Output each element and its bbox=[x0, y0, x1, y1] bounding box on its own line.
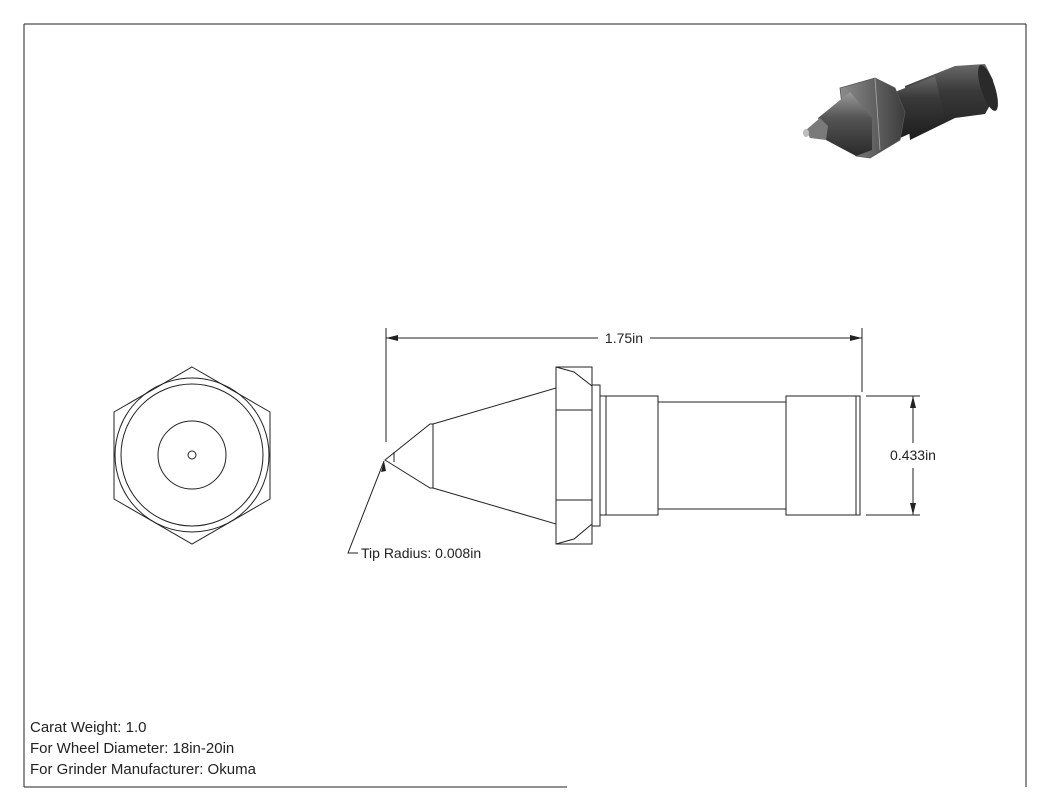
length-dimension-label: 1.75in bbox=[605, 330, 643, 346]
carat-weight-note: Carat Weight: 1.0 bbox=[30, 719, 147, 736]
end-view bbox=[113, 366, 271, 545]
length-dimension bbox=[385, 328, 863, 442]
tip-radius-label: Tip Radius: 0.008in bbox=[361, 545, 481, 561]
manufacturer-note: For Grinder Manufacturer: Okuma bbox=[30, 761, 256, 778]
diameter-dimension-label: 0.433in bbox=[890, 447, 936, 463]
drawing-notes: Carat Weight: 1.0 For Wheel Diameter: 18… bbox=[30, 717, 256, 780]
sheet-border bbox=[23, 23, 1027, 788]
wheel-diameter-note: For Wheel Diameter: 18in-20in bbox=[30, 740, 235, 757]
tip-radius-leader bbox=[347, 460, 386, 554]
diameter-dimension bbox=[866, 395, 920, 516]
isometric-render bbox=[803, 64, 998, 159]
side-view bbox=[384, 366, 861, 545]
